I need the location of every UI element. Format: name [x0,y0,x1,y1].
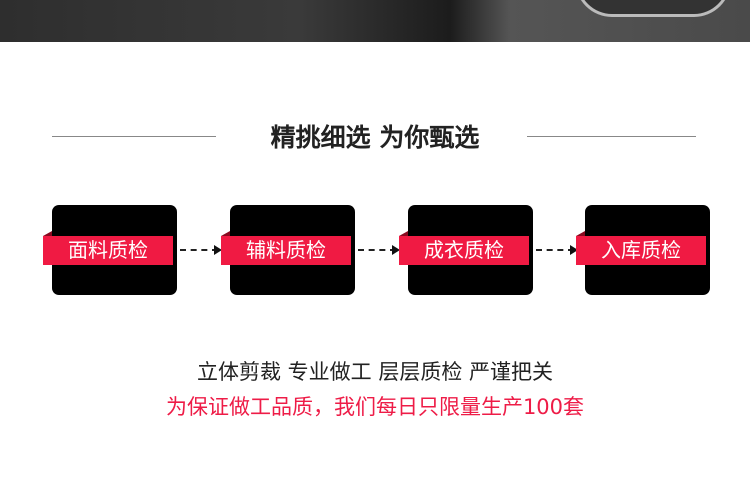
arrow-icon [358,245,400,255]
step-label-2: 辅料质检 [221,236,351,265]
promise-text: 为保证做工品质，我们每日只限量生产100套 [165,395,585,419]
tagline: 立体剪裁 专业做工 层层质检 严谨把关 [196,360,554,384]
band-fold [43,231,52,236]
product-photo-banner [0,0,750,42]
arrow-icon [180,245,222,255]
arrow-icon [536,245,578,255]
shoe-image [575,0,731,17]
section-heading: 精挑细选 为你甄选 [270,123,480,152]
divider-left [52,136,216,137]
divider-right [527,136,696,137]
band-fold [576,231,585,236]
step-label-1: 面料质检 [43,236,173,265]
step-label-3: 成衣质检 [399,236,529,265]
band-fold [399,231,408,236]
step-label-4: 入库质检 [576,236,706,265]
band-fold [221,231,230,236]
